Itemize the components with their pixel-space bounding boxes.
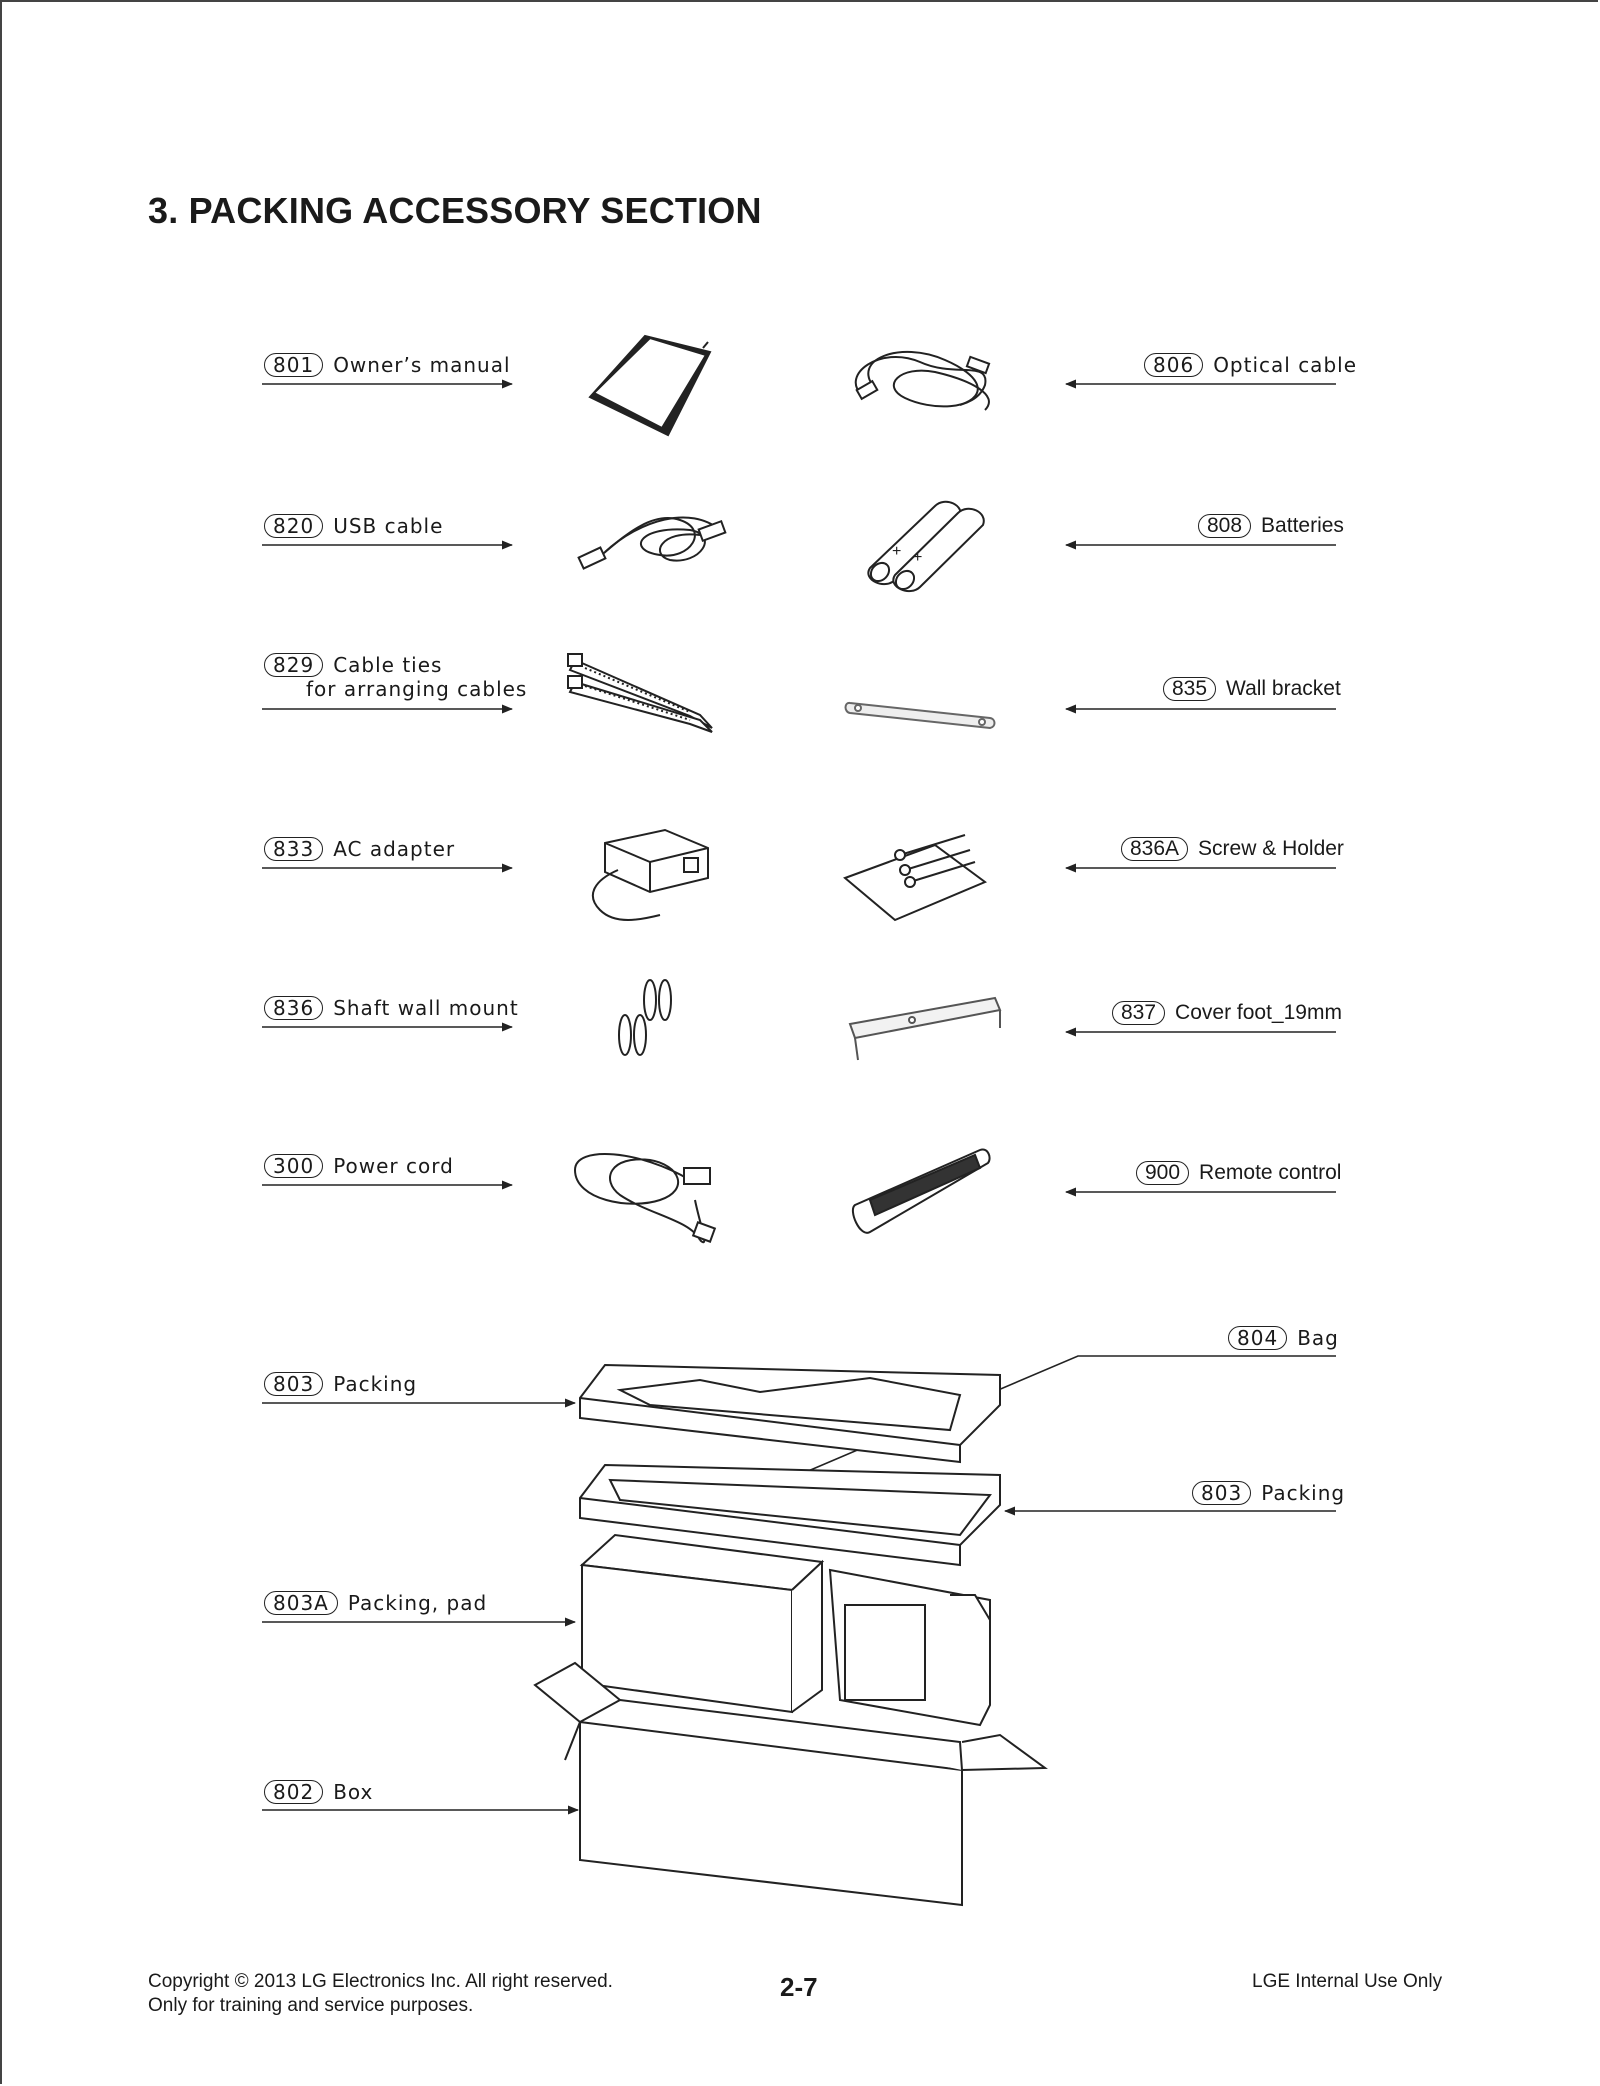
part-829-desc-line2: for arranging cables <box>306 677 528 701</box>
remote-control-drawing <box>851 1148 991 1234</box>
svg-text:+: + <box>892 543 901 560</box>
part-820-desc: USB cable <box>333 514 444 538</box>
part-804-desc: Bag <box>1297 1326 1339 1350</box>
footer-internal: LGE Internal Use Only <box>1252 1971 1443 1992</box>
part-801-code: 801 <box>264 353 324 377</box>
part-803a-desc: Packing, pad <box>347 1591 488 1615</box>
part-837-code: 837 <box>1112 1001 1166 1025</box>
part-808-desc: Batteries <box>1261 514 1344 537</box>
part-803-lower-desc: Packing <box>1261 1481 1346 1505</box>
part-803-top-code: 803 <box>264 1372 324 1396</box>
part-808-label: 808 Batteries <box>1198 514 1344 538</box>
part-829-desc: Cable ties <box>333 653 443 677</box>
part-836a-desc: Screw & Holder <box>1198 837 1344 860</box>
svg-text:+: + <box>913 549 922 566</box>
box-drawing <box>533 1661 1048 1907</box>
footer-purpose: Only for training and service purposes. <box>148 1995 474 2016</box>
part-836-label: 836 Shaft wall mount <box>264 996 519 1020</box>
cover-foot-drawing <box>848 996 1002 1061</box>
part-836-desc: Shaft wall mount <box>333 996 519 1020</box>
part-836-code: 836 <box>264 996 324 1020</box>
optical-cable-drawing <box>854 351 991 411</box>
part-900-label: 900 Remote control <box>1136 1161 1341 1185</box>
wall-bracket-drawing <box>844 701 996 730</box>
part-835-code: 835 <box>1163 677 1217 701</box>
part-801-desc: Owner’s manual <box>333 353 511 377</box>
part-803a-label: 803A Packing, pad <box>264 1591 487 1615</box>
part-835-label: 835 Wall bracket <box>1163 677 1341 701</box>
part-803-lower-code: 803 <box>1192 1481 1252 1505</box>
screw-holder-drawing <box>843 834 988 922</box>
part-300-code: 300 <box>264 1154 324 1178</box>
part-836a-label: 836A Screw & Holder <box>1121 837 1344 861</box>
part-802-label: 802 Box <box>264 1780 373 1804</box>
part-836a-code: 836A <box>1121 837 1189 861</box>
part-829-code: 829 <box>264 653 324 677</box>
part-801-label: 801 Owner’s manual <box>264 353 511 377</box>
part-803-top-label: 803 Packing <box>264 1372 417 1396</box>
owners-manual-drawing <box>588 334 712 437</box>
ac-adapter-drawing <box>591 828 709 921</box>
part-803-lower-label: 803 Packing <box>1192 1481 1345 1505</box>
part-833-label: 833 AC adapter <box>264 837 455 861</box>
part-300-desc: Power cord <box>333 1154 454 1178</box>
part-820-code: 820 <box>264 514 324 538</box>
leader-lines <box>262 379 1336 1815</box>
part-837-label: 837 Cover foot_19mm <box>1112 1001 1342 1025</box>
shaft-wall-mount-drawing <box>618 979 672 1056</box>
part-900-code: 900 <box>1136 1161 1190 1185</box>
part-802-desc: Box <box>333 1780 374 1804</box>
page-title: 3. PACKING ACCESSORY SECTION <box>148 190 762 231</box>
packing-lower-drawing <box>579 1463 1001 1567</box>
part-804-code: 804 <box>1228 1326 1288 1350</box>
part-802-code: 802 <box>264 1780 324 1804</box>
part-900-desc: Remote control <box>1199 1161 1342 1184</box>
packing-top-drawing <box>579 1363 1001 1464</box>
part-829-label: 829 Cable ties for arranging cables <box>264 653 527 701</box>
page-number: 2-7 <box>780 1972 818 2002</box>
part-803a-code: 803A <box>264 1591 338 1615</box>
part-833-desc: AC adapter <box>333 837 456 861</box>
part-837-desc: Cover foot_19mm <box>1175 1001 1342 1024</box>
part-806-label: 806 Optical cable <box>1144 353 1357 377</box>
part-820-label: 820 USB cable <box>264 514 443 538</box>
part-803-top-desc: Packing <box>333 1372 418 1396</box>
usb-cable-drawing <box>577 516 727 570</box>
part-833-code: 833 <box>264 837 324 861</box>
cable-ties-drawing <box>567 653 713 733</box>
part-806-desc: Optical cable <box>1213 353 1357 377</box>
part-808-code: 808 <box>1198 514 1252 538</box>
part-835-desc: Wall bracket <box>1226 677 1341 700</box>
power-cord-drawing <box>573 1153 717 1244</box>
part-300-label: 300 Power cord <box>264 1154 454 1178</box>
batteries-drawing: + + <box>867 500 985 593</box>
part-804-label: 804 Bag <box>1228 1326 1339 1350</box>
packing-pad-drawing <box>579 1533 991 1727</box>
footer-copyright: Copyright © 2013 LG Electronics Inc. All… <box>148 1971 613 1992</box>
part-806-code: 806 <box>1144 353 1204 377</box>
